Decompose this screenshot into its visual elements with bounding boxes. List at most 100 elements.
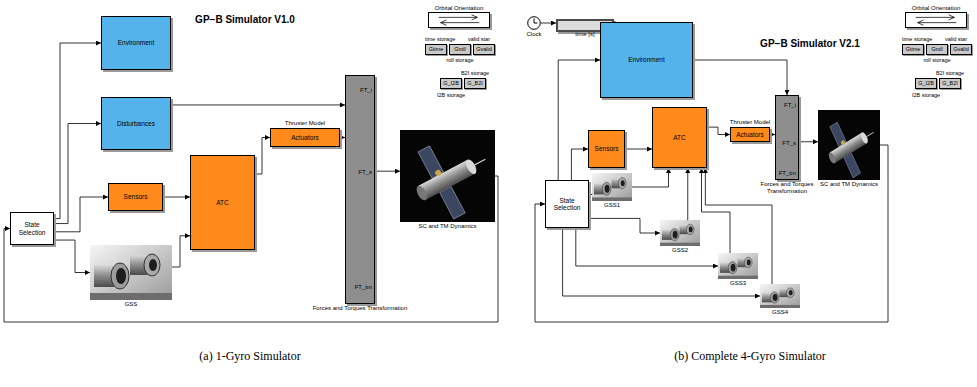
picture-block: GSS4 xyxy=(760,284,800,308)
spacecraft-picture xyxy=(818,107,885,185)
clock-face xyxy=(528,17,541,30)
storage-block: Groll xyxy=(926,44,948,55)
block-caption: time storage xyxy=(425,36,455,42)
block-label: State Selection xyxy=(546,197,588,212)
signal-line xyxy=(799,141,818,142)
picture-block: GSS xyxy=(90,245,172,300)
port-label: FT_i xyxy=(360,86,372,94)
block-title: GSS3 xyxy=(730,280,746,287)
orientation-arrow xyxy=(441,20,480,25)
gyro-picture xyxy=(718,253,758,279)
subsystem-block: Disturbances xyxy=(101,97,171,150)
signal-line xyxy=(375,171,400,172)
figure-caption: (b) Complete 4-Gyro Simulator xyxy=(674,350,826,364)
block-title: GSS1 xyxy=(604,202,620,209)
signal-line xyxy=(171,104,345,105)
picture-block: GSS1 xyxy=(592,173,632,201)
signal-line xyxy=(54,197,108,232)
clock-hand xyxy=(534,19,535,24)
block-title: GSS4 xyxy=(772,309,788,316)
actuator-block: Thruster ModelActuators xyxy=(730,127,770,142)
block-label: Groll xyxy=(931,46,943,52)
orientation-arrow xyxy=(916,15,955,20)
block-title: SC and TM Dynamics xyxy=(820,181,878,188)
subsystem-block: ATC xyxy=(652,107,707,168)
picture-block: SC and TM Dynamics xyxy=(818,110,880,180)
port-label: FT_i xyxy=(784,101,796,109)
signal-line xyxy=(707,127,730,134)
storage-block: Gtime xyxy=(902,44,924,55)
block-caption: valid star xyxy=(468,36,490,42)
orientation-block: Orbital Orientation xyxy=(428,12,490,28)
signal-line xyxy=(172,236,190,267)
block-label: G_I2B xyxy=(918,80,934,86)
block-caption: I2B storage xyxy=(912,92,940,98)
storage-block: Gtime xyxy=(425,44,447,55)
signal-line xyxy=(625,149,652,150)
block-title: time [s] xyxy=(575,31,594,38)
block-label: G_B2I xyxy=(467,80,483,86)
orientation-symbol xyxy=(906,13,966,27)
gyro-picture xyxy=(90,245,172,300)
block-label: ATC xyxy=(673,134,686,141)
port-label: FT_tm xyxy=(355,283,372,291)
selector-block: State Selection xyxy=(10,212,54,245)
block-title: GSS2 xyxy=(672,247,688,254)
transform-bar: FT_iFT_sFT_tmForces and Torques Transfor… xyxy=(775,95,799,180)
block-label: Environment xyxy=(118,39,155,46)
diagram-title: GP−B Simulator V2.1 xyxy=(760,38,860,50)
block-title: Thruster Model xyxy=(730,119,770,126)
signal-line xyxy=(576,228,718,266)
storage-block: G_B2I xyxy=(939,78,961,89)
block-title: Forces and Torques Transformation xyxy=(313,305,408,312)
signal-line xyxy=(541,23,556,24)
block-label: Groll xyxy=(454,46,466,52)
block-label: State Selection xyxy=(11,221,53,236)
block-title: SC and TM Dynamics xyxy=(418,223,476,230)
block-caption: I2B storage xyxy=(437,92,465,98)
block-title: Thruster Model xyxy=(285,120,325,127)
storage-block: G_I2B xyxy=(440,78,462,89)
subsystem-block: ATC xyxy=(190,155,255,250)
block-label: Gtime xyxy=(429,46,444,52)
orientation-arrow xyxy=(918,20,957,25)
orientation-arrow xyxy=(439,15,478,20)
spacecraft-picture xyxy=(400,126,503,229)
subsystem-block: Environment xyxy=(101,16,171,70)
storage-block: Gvalid xyxy=(950,44,972,55)
clock-symbol xyxy=(527,16,541,30)
storage-block: Groll xyxy=(449,44,471,55)
subsystem-block: Sensors xyxy=(108,183,163,211)
block-label: G_I2B xyxy=(443,80,459,86)
block-title: Orbital Orientation xyxy=(435,5,484,12)
picture-block: SC and TM Dynamics xyxy=(400,130,495,222)
signal-line xyxy=(589,194,592,195)
block-label: Gvalid xyxy=(953,46,969,52)
gyro-picture xyxy=(760,284,800,308)
block-label: Disturbances xyxy=(117,120,155,127)
diagram-title: GP−B Simulator V1.0 xyxy=(195,14,295,26)
block-caption: time storage xyxy=(902,36,932,42)
block-caption: valid star xyxy=(945,36,967,42)
storage-block: G_I2B xyxy=(915,78,937,89)
block-caption: roll storage xyxy=(446,57,473,63)
block-label: Sensors xyxy=(595,145,619,152)
block-label: Environment xyxy=(628,56,665,63)
block-title: Clock xyxy=(526,31,541,38)
selector-block: State Selection xyxy=(545,180,589,228)
signal-line xyxy=(687,168,688,220)
block-title: Forces and Torques Transformation xyxy=(758,181,816,195)
block-label: Gvalid xyxy=(476,46,492,52)
block-label: G_B2I xyxy=(942,80,958,86)
block-caption: B2I storage xyxy=(461,70,489,76)
orientation-symbol xyxy=(429,13,489,27)
picture-block: GSS3 xyxy=(718,253,758,279)
signal-line xyxy=(54,240,90,272)
picture-block: GSS2 xyxy=(660,220,700,246)
gyro-picture xyxy=(660,220,700,246)
subsystem-block: Environment xyxy=(600,22,693,98)
signal-line xyxy=(54,43,101,219)
block-label: Sensors xyxy=(124,193,148,200)
subsystem-block: Sensors xyxy=(588,130,625,168)
